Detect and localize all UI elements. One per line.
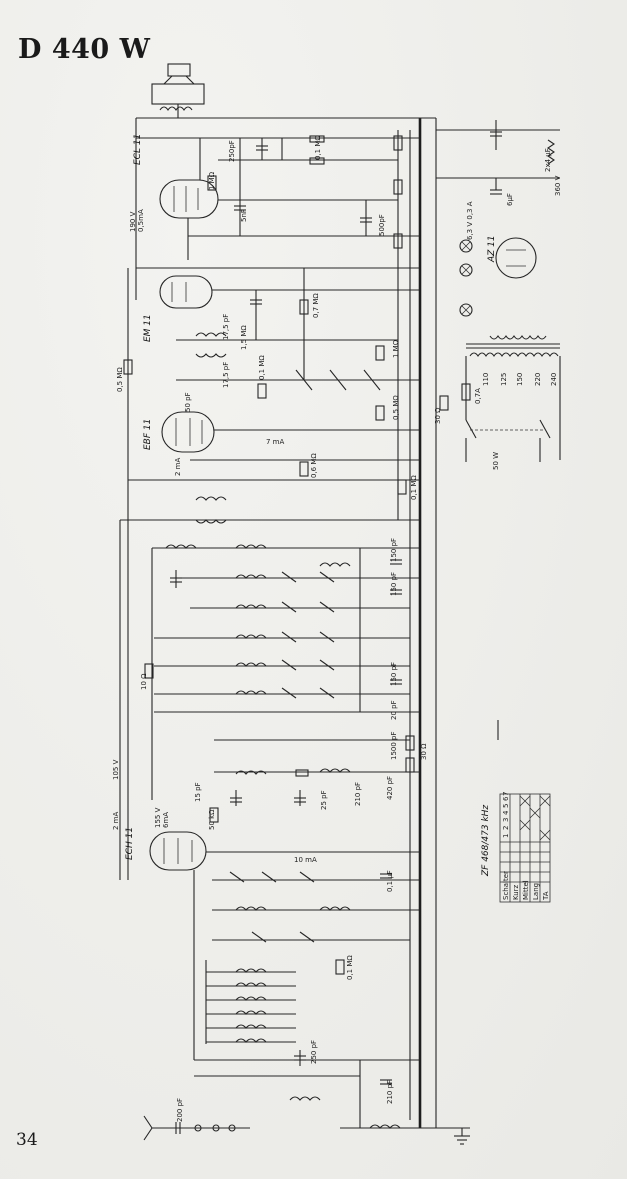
rf-cap-25: 25 pF <box>320 790 328 810</box>
switch-col-5: 5 <box>502 804 510 808</box>
power-filter-cap: 6μF <box>506 193 514 206</box>
power-cap: 2x4 μF <box>544 148 552 172</box>
tube-label-em11: EM 11 <box>143 314 153 342</box>
rf-res-30: 30 Ω <box>420 743 428 760</box>
mains-tap-240: 240 <box>550 373 558 386</box>
output-stage: 250pF 0,1 MΩ 5nF 1 MΩ 500pF <box>136 135 420 260</box>
rf-cap-150a: 150 pF <box>390 538 398 562</box>
power-voltage: 360 V <box>554 175 562 196</box>
switch-col-2: 2 <box>502 826 510 830</box>
mid-res-01: 0,1 MΩ <box>258 355 266 380</box>
mains-tap-110: 110 <box>482 373 490 386</box>
switch-col-7: 7 <box>502 792 510 796</box>
output-res-1m: 1 MΩ <box>208 171 216 190</box>
tube-em11: EM 11 <box>143 275 213 342</box>
power-supply: 360 V 2x4 μF 6μF 6,3 V 0,3 A 110 125 150… <box>436 120 562 470</box>
switch-row-ta: TA <box>542 891 550 901</box>
mid-cap-50pf: 50 pF <box>184 392 192 412</box>
rf-cap-20: 20 pF <box>390 700 398 720</box>
mains-tap-220: 220 <box>534 373 542 386</box>
tube-voltage-ech11: 155 V <box>154 807 162 828</box>
band-switch-section: 150 pF 150 pF 150 pF 20 pF 1500 pF 420 p… <box>140 538 428 810</box>
tube-ech11: ECH 11 155 V 6mA <box>125 807 207 871</box>
tube-ebf11: EBF 11 2 mA <box>143 411 215 476</box>
tube-ecl11: ECL 11 190 V 0,5mA <box>129 134 219 232</box>
pilot-lamp-rating: 6,3 V 0,3 A <box>466 201 474 240</box>
tube-current-ebf11: 2 mA <box>174 458 182 476</box>
page-number: 34 <box>16 1130 38 1150</box>
output-res-01: 0,1 MΩ <box>314 135 322 160</box>
switch-col-1: 1 <box>502 834 510 838</box>
ant-input-cap: 200 pF <box>176 1098 184 1122</box>
mid-current: 7 mA <box>266 438 284 446</box>
mid-res-01b: 0,1 MΩ <box>410 475 418 500</box>
mains-switch-rating: 50 W <box>492 452 500 470</box>
switch-row-lang: Lang <box>532 883 540 900</box>
mid-res-07: 0,7 MΩ <box>312 293 320 318</box>
mains-fuse: 0,7A <box>474 388 482 404</box>
tube-label-ecl11: ECL 11 <box>133 134 143 165</box>
switch-table-header: Schalter <box>502 871 510 900</box>
switch-col-3: 3 <box>502 818 510 822</box>
mid-cap-175a: 17,5 pF <box>222 314 230 340</box>
tube-voltage-ecl11: 190 V <box>129 211 137 232</box>
switch-row-mittel: Mittel <box>522 880 530 900</box>
antenna-input: 200 pF <box>143 1098 470 1145</box>
osc-res-50k: 50 kΩ <box>208 809 216 830</box>
mid-res-1m: 1 MΩ <box>392 339 400 358</box>
tube-label-ebf11: EBF 11 <box>143 419 153 450</box>
switch-table: Schalter Kurz Mittel Lang TA 1 2 3 4 5 6… <box>499 792 551 903</box>
if-frequency-label: ZF 468/473 kHz <box>481 805 491 877</box>
mid-cap-175b: 17,5 pF <box>222 362 230 388</box>
tube-current-ech11: 6mA <box>162 812 170 828</box>
rf-cap-01uf: 0,1 μF <box>386 870 394 892</box>
switch-row-kurz: Kurz <box>512 884 520 900</box>
switch-col-6: 6 <box>502 796 510 801</box>
mid-res-05b: 0,5 MΩ <box>116 367 124 392</box>
tube-az11: AZ 11 <box>487 235 537 279</box>
rf-res-10: 10 Ω <box>140 673 148 690</box>
mains-tap-125: 125 <box>500 373 508 386</box>
detector-stage: 0,7 MΩ 1,5 MΩ 17,5 pF 17,5 pF 0,1 MΩ 50 … <box>116 267 449 524</box>
rf-cap-420: 420 pF <box>386 776 394 800</box>
tube-current-ecl11: 0,5mA <box>137 209 145 232</box>
osc-voltage: 105 V <box>112 759 120 780</box>
loudspeaker-icon <box>151 63 205 118</box>
mid-res-30: 30 Ω <box>434 407 442 424</box>
ant-cap-210: 210 pF <box>386 1080 394 1104</box>
mid-res-05: 0,5 MΩ <box>392 395 400 420</box>
rf-cap-210: 210 pF <box>354 782 362 806</box>
osc-current-2: 2 mA <box>112 812 120 830</box>
osc-current: 10 mA <box>294 856 317 864</box>
mid-res-15: 1,5 MΩ <box>240 325 248 350</box>
mains-tap-150: 150 <box>516 373 524 386</box>
tube-label-az11: AZ 11 <box>487 235 497 263</box>
rf-cap-1500: 1500 pF <box>390 731 398 760</box>
output-cap-5nf: 5nF <box>240 209 248 222</box>
rf-cap-150b: 150 pF <box>390 572 398 596</box>
ant-cap-250: 250 pF <box>310 1040 318 1064</box>
page-title: D 440 W <box>18 34 151 65</box>
osc-cap-15: 15 pF <box>194 782 202 802</box>
output-cap-500pf: 500pF <box>378 214 386 236</box>
tube-label-ech11: ECH 11 <box>125 827 135 860</box>
main-buses <box>119 117 470 1129</box>
antenna-coil-bank: 250 pF 0,1 MΩ 210 pF <box>194 955 420 1129</box>
mixer-stage: 10 mA 2 mA 105 V 50 kΩ 15 pF 0,1 μF <box>112 759 420 1060</box>
mid-res-06: 0,6 MΩ <box>310 453 318 478</box>
ant-res-01: 0,1 MΩ <box>346 955 354 980</box>
output-cap-250pf: 250pF <box>228 140 236 162</box>
rf-cap-150c: 150 pF <box>390 662 398 686</box>
switch-col-4: 4 <box>502 810 510 815</box>
